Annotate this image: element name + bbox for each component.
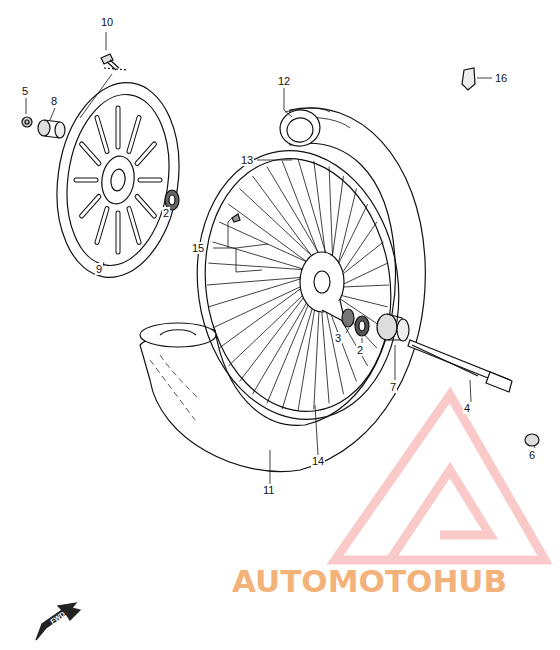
disc-slot: [97, 118, 107, 152]
callout-number: 6: [528, 449, 536, 461]
disc-slot: [117, 108, 120, 147]
disc-slot: [140, 178, 160, 183]
disc-slot: [97, 209, 107, 243]
callout-number: 4: [463, 402, 471, 414]
disc-slot: [140, 179, 160, 182]
spoke: [282, 294, 316, 409]
disc-slot: [129, 209, 139, 243]
disc-slot: [137, 197, 154, 217]
disc-slot: [76, 178, 96, 183]
callout-number: 2: [162, 207, 170, 219]
disc-slot: [82, 144, 99, 164]
spoke: [314, 296, 320, 410]
callout-number: 5: [21, 85, 29, 97]
disc-slot: [129, 118, 139, 152]
spoke: [228, 286, 312, 366]
spoke: [298, 159, 328, 262]
disc-slot: [116, 213, 121, 252]
spoke: [208, 277, 306, 307]
callout-number: 7: [389, 381, 397, 393]
spoke: [298, 302, 316, 411]
spoke: [336, 189, 356, 273]
watermark: AUTOMOTOHUB: [232, 564, 507, 598]
spoke: [338, 263, 388, 287]
spoke: [207, 277, 313, 286]
spoke: [219, 285, 306, 348]
spoke: [321, 304, 329, 403]
disc-slot: [129, 118, 139, 152]
disc-slot: [76, 179, 96, 182]
spoke: [253, 290, 315, 394]
disc-slot: [137, 144, 154, 164]
disc-slot: [97, 118, 107, 152]
callout-number: 12: [277, 75, 291, 87]
spoke: [267, 298, 311, 403]
spoke: [329, 167, 333, 266]
disc-slot: [129, 209, 139, 243]
callout-number: 9: [95, 263, 103, 275]
disc-slot: [97, 209, 107, 243]
spoke: [240, 189, 318, 262]
disc-slot: [137, 197, 154, 217]
spoke: [240, 292, 308, 382]
callout-number: 8: [50, 95, 58, 107]
disc-slot: [82, 197, 99, 217]
disc-slot: [82, 144, 99, 164]
callout-number: 10: [100, 16, 114, 28]
callout-number: 3: [334, 332, 342, 344]
callout-number: 14: [311, 455, 325, 467]
direction-label: FWD: [49, 610, 67, 626]
callout-number: 16: [494, 72, 508, 84]
disc-slot: [117, 213, 120, 252]
callout-number: 2: [356, 344, 364, 356]
callout-number: 15: [191, 242, 205, 254]
spoke: [253, 176, 321, 268]
disc-slot: [82, 197, 99, 217]
disc-slot: [137, 144, 154, 164]
callout-number: 11: [262, 484, 275, 496]
spoke: [213, 281, 313, 328]
callout-number: 13: [240, 154, 254, 166]
disc-slot: [116, 108, 121, 147]
spoke: [228, 204, 317, 270]
spoke: [267, 167, 323, 260]
